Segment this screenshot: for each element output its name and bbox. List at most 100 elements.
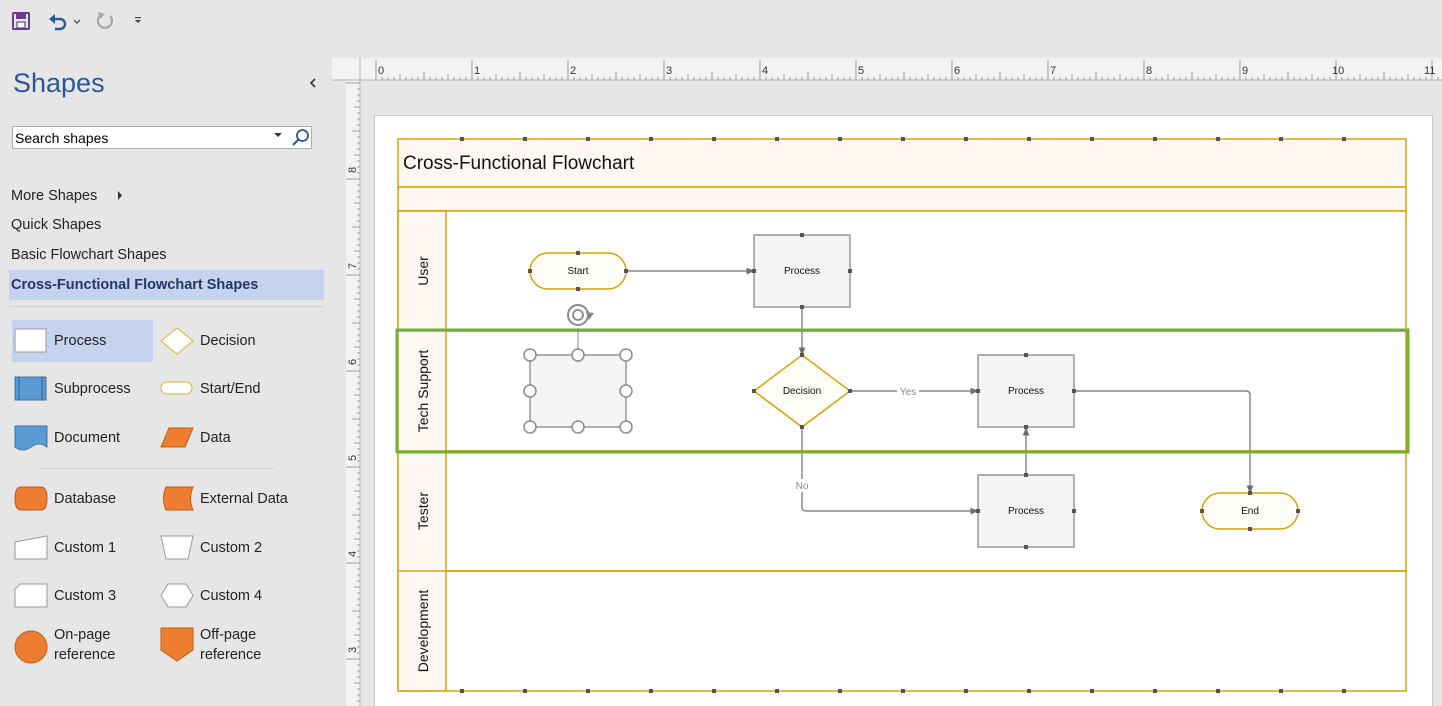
shape-label: Subprocess: [54, 381, 131, 397]
selected-lane-outline[interactable]: [395, 328, 1410, 454]
connection-point: [838, 137, 842, 141]
resize-handles[interactable]: [523, 348, 633, 434]
connection-point: [1279, 689, 1283, 693]
drawing-canvas[interactable]: 0 1 2 3 4 5 6 7 8 9 10 11 8 7 6 5 4 3 Cr…: [332, 48, 1442, 706]
lane-label-user[interactable]: User: [415, 256, 431, 286]
ruler-label: 6: [347, 359, 359, 365]
shapes-pane-title: Shapes: [13, 68, 105, 98]
connection-point: [1279, 137, 1283, 141]
customize-toolbar-icon[interactable]: [128, 8, 148, 34]
lane-label-development[interactable]: Development: [415, 590, 431, 673]
stencil-basic-flowchart-shapes[interactable]: Basic Flowchart Shapes: [11, 247, 167, 263]
connection-point: [1216, 137, 1220, 141]
shape-item-process[interactable]: Process: [14, 320, 154, 362]
data-shape-icon: [160, 427, 194, 448]
rotate-handle-icon[interactable]: [567, 304, 594, 326]
shape-item-custom-3[interactable]: Custom 3: [14, 575, 154, 617]
stencil-cross-functional-flowchart-shapes[interactable]: Cross-Functional Flowchart Shapes: [11, 277, 259, 293]
database-shape-icon: [14, 486, 48, 511]
quick-access-toolbar: [0, 0, 1442, 44]
undo-dropdown-icon[interactable]: [69, 8, 85, 34]
connection-point: [1342, 137, 1346, 141]
shape-group-divider: [40, 468, 274, 469]
document-shape-icon: [14, 425, 48, 451]
end-label: End: [1241, 506, 1259, 517]
connector-process-to-end[interactable]: [1074, 390, 1254, 494]
start-end-shape-icon: [160, 381, 193, 395]
more-shapes-link[interactable]: More Shapes: [11, 185, 123, 207]
rulers: 0 1 2 3 4 5 6 7 8 9 10 11 8 7 6 5 4 3: [332, 58, 1442, 706]
process-shape-icon: [14, 328, 47, 353]
connection-point: [775, 137, 779, 141]
shape-label: External Data: [200, 491, 288, 507]
connection-point: [586, 137, 590, 141]
connection-point: [838, 689, 842, 693]
save-icon[interactable]: [8, 8, 34, 34]
search-dropdown-icon[interactable]: [274, 131, 282, 141]
shape-item-subprocess[interactable]: Subprocess: [14, 368, 154, 410]
shape-item-start-end[interactable]: Start/End: [160, 368, 310, 410]
connection-point: [1342, 689, 1346, 693]
connector-label-yes[interactable]: Yes: [900, 387, 916, 398]
more-shapes-label: More Shapes: [11, 188, 98, 204]
shape-item-off-page-reference[interactable]: Off-page reference: [160, 624, 310, 670]
connection-point: [901, 137, 905, 141]
custom-2-shape-icon: [160, 535, 194, 560]
chevron-right-icon: [117, 185, 123, 207]
ruler-label: 2: [570, 65, 576, 77]
start-label: Start: [567, 266, 588, 277]
connection-point: [460, 689, 464, 693]
connection-point: [1216, 689, 1220, 693]
stencil-divider: [9, 306, 324, 307]
connection-point: [712, 689, 716, 693]
ruler-label: 9: [1242, 65, 1248, 77]
search-input[interactable]: [15, 128, 265, 147]
shape-item-database[interactable]: Database: [14, 478, 154, 520]
lane-label-tech-support[interactable]: Tech Support: [415, 350, 431, 433]
stencil-quick-shapes[interactable]: Quick Shapes: [11, 217, 102, 233]
lane-development[interactable]: [397, 570, 1407, 692]
shape-item-document[interactable]: Document: [14, 417, 154, 459]
connection-point: [964, 689, 968, 693]
container-connection-points: [460, 137, 1346, 693]
shape-connection-points: [528, 233, 1300, 549]
shape-item-external-data[interactable]: External Data: [160, 478, 320, 520]
new-process-shape[interactable]: [529, 354, 627, 428]
connection-point: [964, 137, 968, 141]
phase-band[interactable]: [397, 186, 1407, 212]
collapse-pane-icon[interactable]: [308, 76, 318, 92]
ruler-label: 10: [1332, 65, 1344, 77]
search-icon[interactable]: [290, 127, 312, 149]
shape-label: reference: [54, 647, 116, 663]
shape-item-custom-1[interactable]: Custom 1: [14, 527, 154, 569]
shapes-pane: Shapes More Shapes Quick Shapes Basic Fl…: [0, 48, 326, 706]
ruler-label: 5: [858, 65, 864, 77]
shape-label: Data: [200, 430, 231, 446]
external-data-shape-icon: [163, 486, 194, 511]
shape-label: Document: [54, 430, 121, 446]
shape-label: Database: [54, 491, 117, 507]
decision-shape-icon: [160, 327, 194, 355]
shape-item-decision[interactable]: Decision: [160, 320, 310, 362]
custom-3-shape-icon: [14, 583, 48, 608]
process-shape-user[interactable]: [753, 234, 851, 308]
active-stencil-highlight: [9, 270, 324, 300]
decision-label: Decision: [783, 386, 821, 397]
connection-point: [1153, 137, 1157, 141]
shape-item-data[interactable]: Data: [160, 417, 310, 459]
ruler-label: 7: [347, 263, 359, 269]
shape-label: reference: [200, 647, 262, 663]
shape-label: Custom 3: [54, 588, 117, 604]
undo-icon[interactable]: [44, 8, 70, 34]
shape-item-custom-4[interactable]: Custom 4: [160, 575, 310, 617]
connector-label-no[interactable]: No: [796, 481, 809, 492]
redo-icon[interactable]: [92, 8, 118, 34]
lane-label-tester[interactable]: Tester: [415, 492, 431, 530]
shape-item-on-page-reference[interactable]: On-page reference: [14, 624, 154, 670]
connector-decision-no[interactable]: [801, 427, 979, 515]
diagram-title[interactable]: Cross-Functional Flowchart: [403, 153, 635, 174]
connection-point: [1027, 689, 1031, 693]
connection-point: [523, 689, 527, 693]
connection-point: [1090, 689, 1094, 693]
shape-item-custom-2[interactable]: Custom 2: [160, 527, 310, 569]
